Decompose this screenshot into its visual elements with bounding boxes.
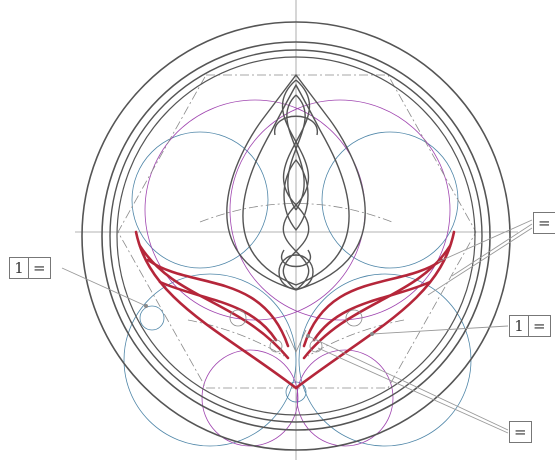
wing-right-mid [302, 244, 452, 360]
outer-rings [81, 21, 511, 451]
marker-triangle [285, 329, 307, 353]
inner-ring-b[interactable] [116, 56, 476, 416]
inner-ring-a[interactable] [109, 49, 483, 423]
wing-left-outer [134, 230, 298, 390]
wing-left-mid [138, 244, 290, 360]
leader-right-top-b [451, 223, 533, 277]
construction-arc-lower-left [187, 319, 285, 357]
constraint-callout-left[interactable]: 1 = [9, 257, 51, 279]
equal-constraint-icon: = [514, 423, 527, 441]
wing-right-outer [294, 230, 456, 390]
constraint-count: 1 [510, 316, 529, 336]
constraint-callout-right-mid[interactable]: 1 = [509, 315, 551, 337]
wing-left-leaf [158, 280, 278, 342]
leader-dots [144, 304, 374, 338]
leader-right-top-a [437, 219, 533, 263]
wing-swashes[interactable] [134, 230, 456, 390]
leader-right-mid [371, 325, 509, 335]
outer-ring-inner[interactable] [101, 41, 491, 431]
construction-arc-lower-right [307, 319, 405, 357]
constraint-callout-right-top[interactable]: = [533, 212, 555, 234]
leader-bottom-b [317, 347, 509, 434]
marker-right [345, 309, 363, 327]
equal-constraint-icon: = [538, 214, 551, 232]
construction-arc-upper [199, 203, 393, 223]
knot-lower-lobe [281, 249, 311, 268]
marker-center-left [269, 339, 283, 353]
knot-upper-lobe [274, 115, 318, 136]
hexagon-outline [117, 74, 477, 389]
knot-center-eye [283, 158, 309, 232]
knot-loop-2 [242, 83, 350, 286]
equal-constraint-icon: = [33, 259, 46, 277]
leader-right-top-c [427, 227, 533, 296]
knot-strand-right-2 [287, 94, 306, 211]
leader-dot-bottom [306, 334, 310, 338]
knot-strand-left-2 [286, 94, 305, 211]
purple-circle-bottom-left [201, 349, 299, 447]
wing-right-leaf [312, 280, 432, 342]
blue-circle-small-left [139, 305, 165, 331]
central-knot[interactable] [226, 73, 366, 291]
knot-outer-loop [226, 73, 366, 291]
wing-right-inner [302, 258, 444, 348]
leader-left [61, 267, 147, 307]
equal-constraint-icon: = [533, 317, 546, 335]
construction-markers [229, 309, 363, 353]
wing-left-inner [146, 258, 290, 348]
knot-bottom-circle [278, 254, 314, 290]
outer-ring[interactable] [81, 21, 511, 451]
marker-left [229, 309, 247, 327]
blue-circle-small-bottom [285, 381, 307, 403]
construction-circles-purple [144, 99, 451, 447]
blue-circle-left [131, 131, 269, 269]
leader-dot-left [144, 304, 148, 308]
leader-dot-right-mid [370, 332, 374, 336]
constraint-callout-bottom-right[interactable]: = [509, 421, 532, 443]
purple-circle-bottom-right [296, 349, 394, 447]
blue-circle-bottom-left [123, 273, 297, 447]
construction-hexagon [117, 74, 477, 389]
leader-lines [61, 219, 533, 434]
leader-bottom-a [307, 335, 509, 431]
purple-circle-right [229, 99, 451, 321]
constraint-count: 1 [10, 258, 29, 278]
